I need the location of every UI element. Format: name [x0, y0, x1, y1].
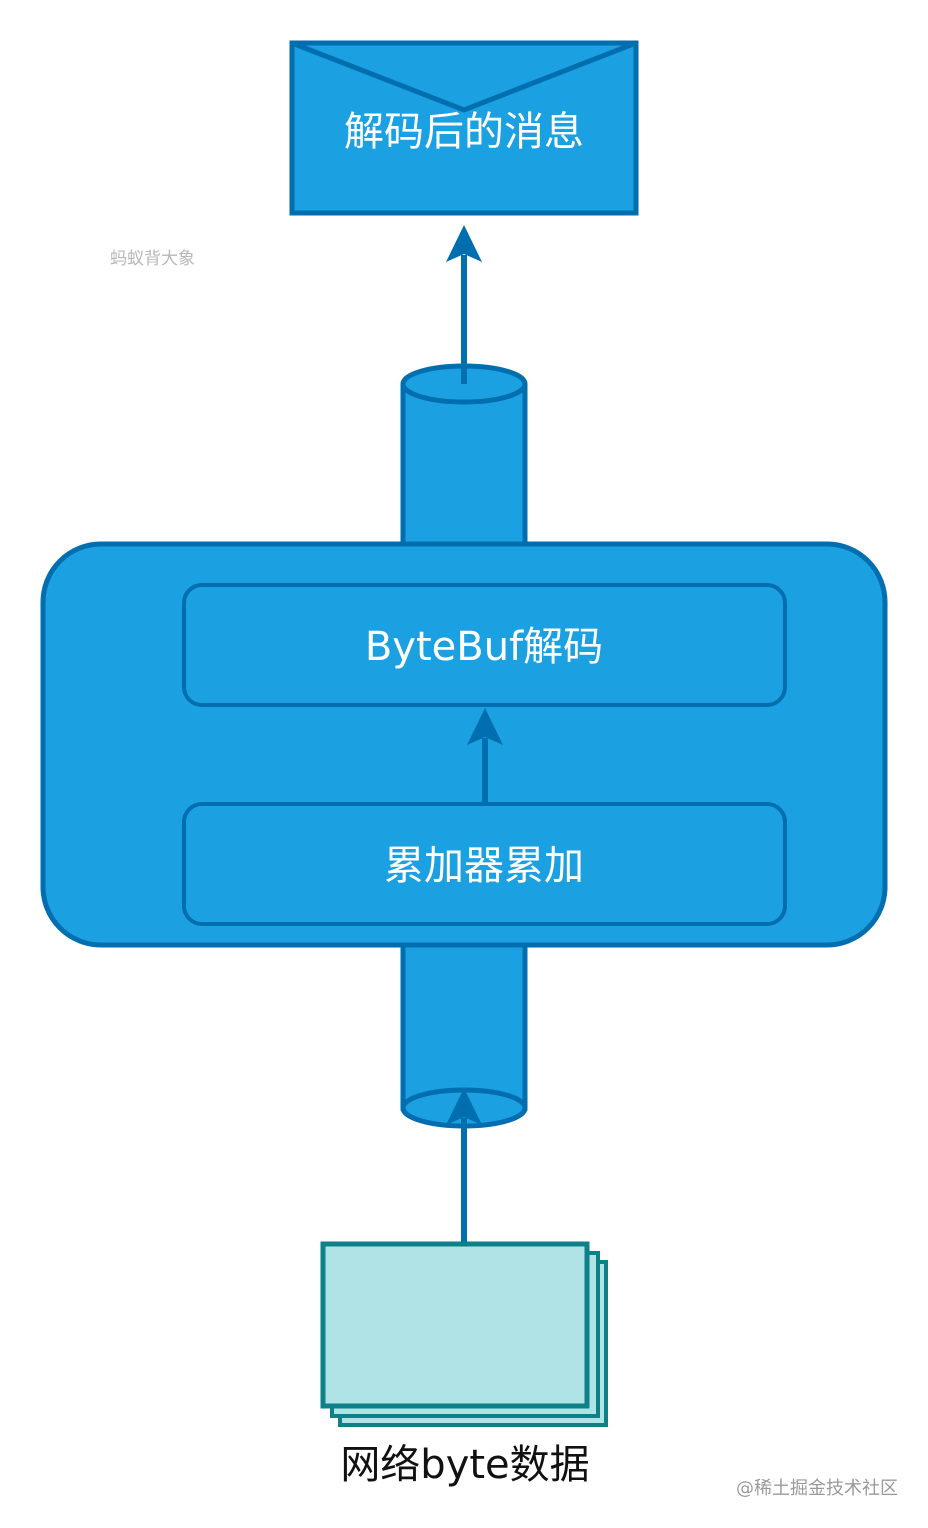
inner-arrow: [467, 708, 503, 804]
arrow-from-network-data: [446, 1088, 482, 1243]
arrow-to-message: [446, 225, 482, 384]
accumulator-box: 累加器累加: [182, 802, 787, 926]
network-byte-data-label: 网络byte数据: [340, 1442, 589, 1488]
accumulator-label: 累加器累加: [384, 843, 584, 889]
network-byte-data-stack: [320, 1241, 608, 1427]
watermark-top-left: 蚂蚁背大象: [110, 249, 195, 269]
bytebuf-decode-label: ByteBuf解码: [365, 624, 603, 670]
decoded-message-envelope: 解码后的消息: [289, 40, 639, 216]
bytebuf-decode-box: ByteBuf解码: [182, 583, 787, 707]
watermark-bottom-right: @稀土掘金技术社区: [736, 1478, 898, 1499]
decoded-message-label: 解码后的消息: [344, 109, 584, 155]
